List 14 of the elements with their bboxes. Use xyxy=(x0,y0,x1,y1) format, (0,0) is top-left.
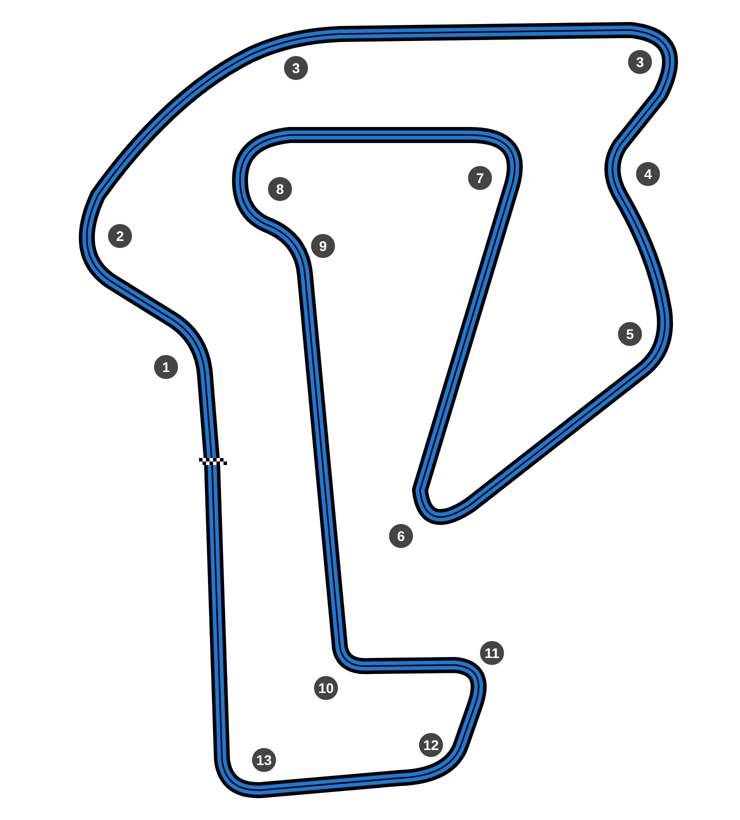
corner-number: 8 xyxy=(268,177,292,201)
corner-number: 5 xyxy=(618,322,642,346)
corner-number: 9 xyxy=(311,234,335,258)
corner-number: 13 xyxy=(252,748,276,772)
corner-number: 12 xyxy=(419,733,443,757)
corner-number: 3 xyxy=(284,56,308,80)
corner-number: 2 xyxy=(108,224,132,248)
corner-number: 7 xyxy=(468,166,492,190)
corner-number: 6 xyxy=(389,524,413,548)
corner-number: 11 xyxy=(480,641,504,665)
corner-number: 3 xyxy=(628,50,652,74)
corner-number: 4 xyxy=(636,162,660,186)
corner-number: 10 xyxy=(314,676,338,700)
corner-number: 1 xyxy=(154,355,178,379)
